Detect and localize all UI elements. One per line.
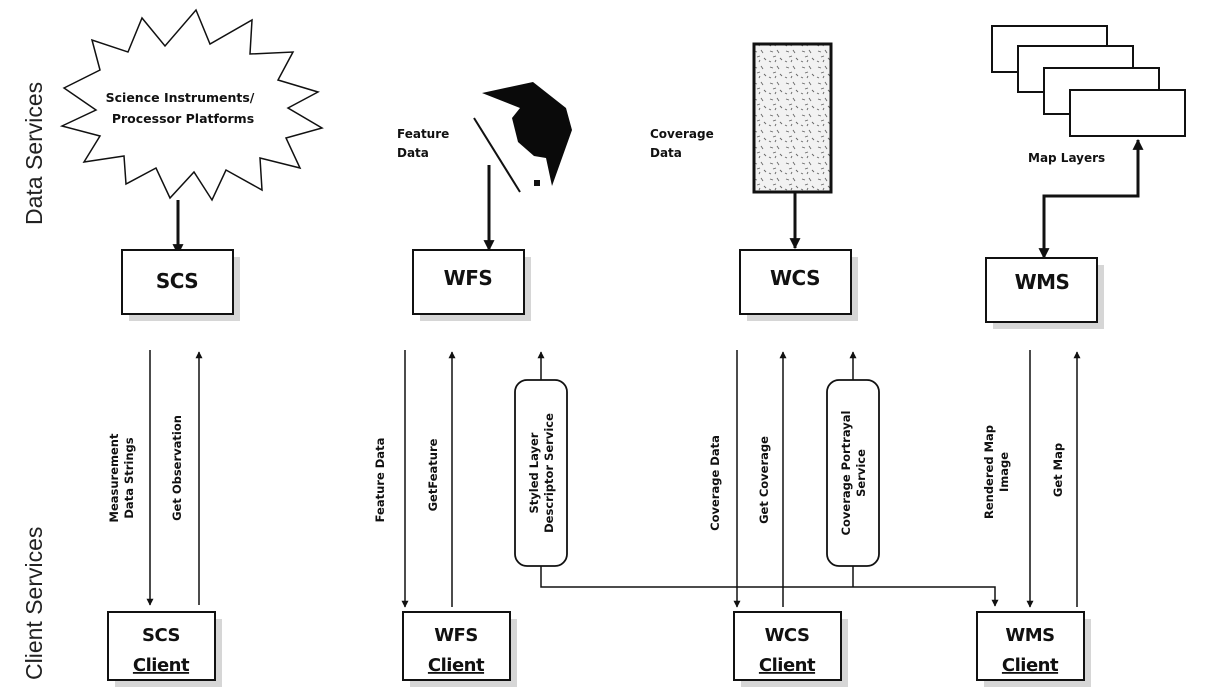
science-label-line2: Processor Platforms	[112, 111, 254, 126]
wcs-client-box[interactable]: WCS Client	[733, 611, 848, 687]
sld-service-box[interactable]: Styled Layer Descriptor Service	[514, 379, 568, 567]
coverage-label-line1: Coverage	[650, 127, 714, 141]
map-layers-stack: Map Layers	[991, 25, 1186, 165]
feature-data-label: Feature Data	[373, 438, 387, 523]
sld-label-line1: Styled Layer	[527, 432, 541, 513]
coverage-data-label: Coverage Data	[708, 435, 722, 531]
map-layers-label: Map Layers	[1028, 151, 1105, 165]
get-coverage-label: Get Coverage	[757, 436, 771, 524]
wfs-service-label: WFS	[444, 266, 493, 290]
wcs-service-box[interactable]: WCS	[739, 249, 858, 321]
scs-client-box[interactable]: SCS Client	[107, 611, 222, 687]
rendered-map-label-line2: Image	[997, 452, 1011, 492]
get-feature-label: GetFeature	[426, 438, 440, 511]
wfs-client-box[interactable]: WFS Client	[402, 611, 517, 687]
scs-service-box[interactable]: SCS	[121, 249, 240, 321]
feature-data-graphic: Feature Data	[397, 82, 572, 193]
sld-label-line2: Descriptor Service	[542, 413, 556, 533]
get-observation-label: Get Observation	[170, 415, 184, 521]
scs-client-label-top: SCS	[142, 625, 180, 646]
data-services-label: Data Services	[21, 82, 47, 225]
wms-map-layers-arrow	[1038, 138, 1144, 260]
wms-client-label-bottom: Client	[1002, 655, 1059, 676]
feature-label-line2: Data	[397, 146, 429, 160]
coverage-data-graphic: Coverage Data	[650, 42, 833, 194]
wfs-client-label-top: WFS	[434, 625, 478, 646]
portrayal-to-wms-client-line	[540, 565, 999, 607]
wfs-service-box[interactable]: WFS	[412, 249, 531, 321]
wms-client-label-top: WMS	[1005, 625, 1054, 646]
feature-label-line1: Feature	[397, 127, 449, 141]
get-map-label: Get Map	[1051, 443, 1065, 497]
scs-service-label: SCS	[156, 269, 198, 293]
wms-service-box[interactable]: WMS	[985, 257, 1104, 329]
wcs-client-label-top: WCS	[765, 625, 810, 646]
wfs-client-label-bottom: Client	[428, 655, 485, 676]
client-services-label: Client Services	[21, 527, 47, 680]
wcs-client-label-bottom: Client	[759, 655, 816, 676]
cps-label-line2: Service	[854, 449, 868, 497]
wcs-service-label: WCS	[770, 266, 820, 290]
wms-service-label: WMS	[1015, 270, 1070, 294]
scs-client-label-bottom: Client	[133, 655, 190, 676]
coverage-label-line2: Data	[650, 146, 682, 160]
measurement-label-line2: Data Strings	[122, 437, 136, 518]
science-instruments-burst: Science Instruments/ Processor Platforms	[59, 8, 324, 202]
science-label-line1: Science Instruments/	[106, 90, 255, 105]
wms-client-box[interactable]: WMS Client	[976, 611, 1091, 687]
cps-label-line1: Coverage Portrayal	[839, 411, 853, 536]
measurement-label-line1: Measurement	[107, 433, 121, 522]
rendered-map-label-line1: Rendered Map	[982, 425, 996, 519]
coverage-portrayal-service-box[interactable]: Coverage Portrayal Service	[826, 379, 880, 567]
